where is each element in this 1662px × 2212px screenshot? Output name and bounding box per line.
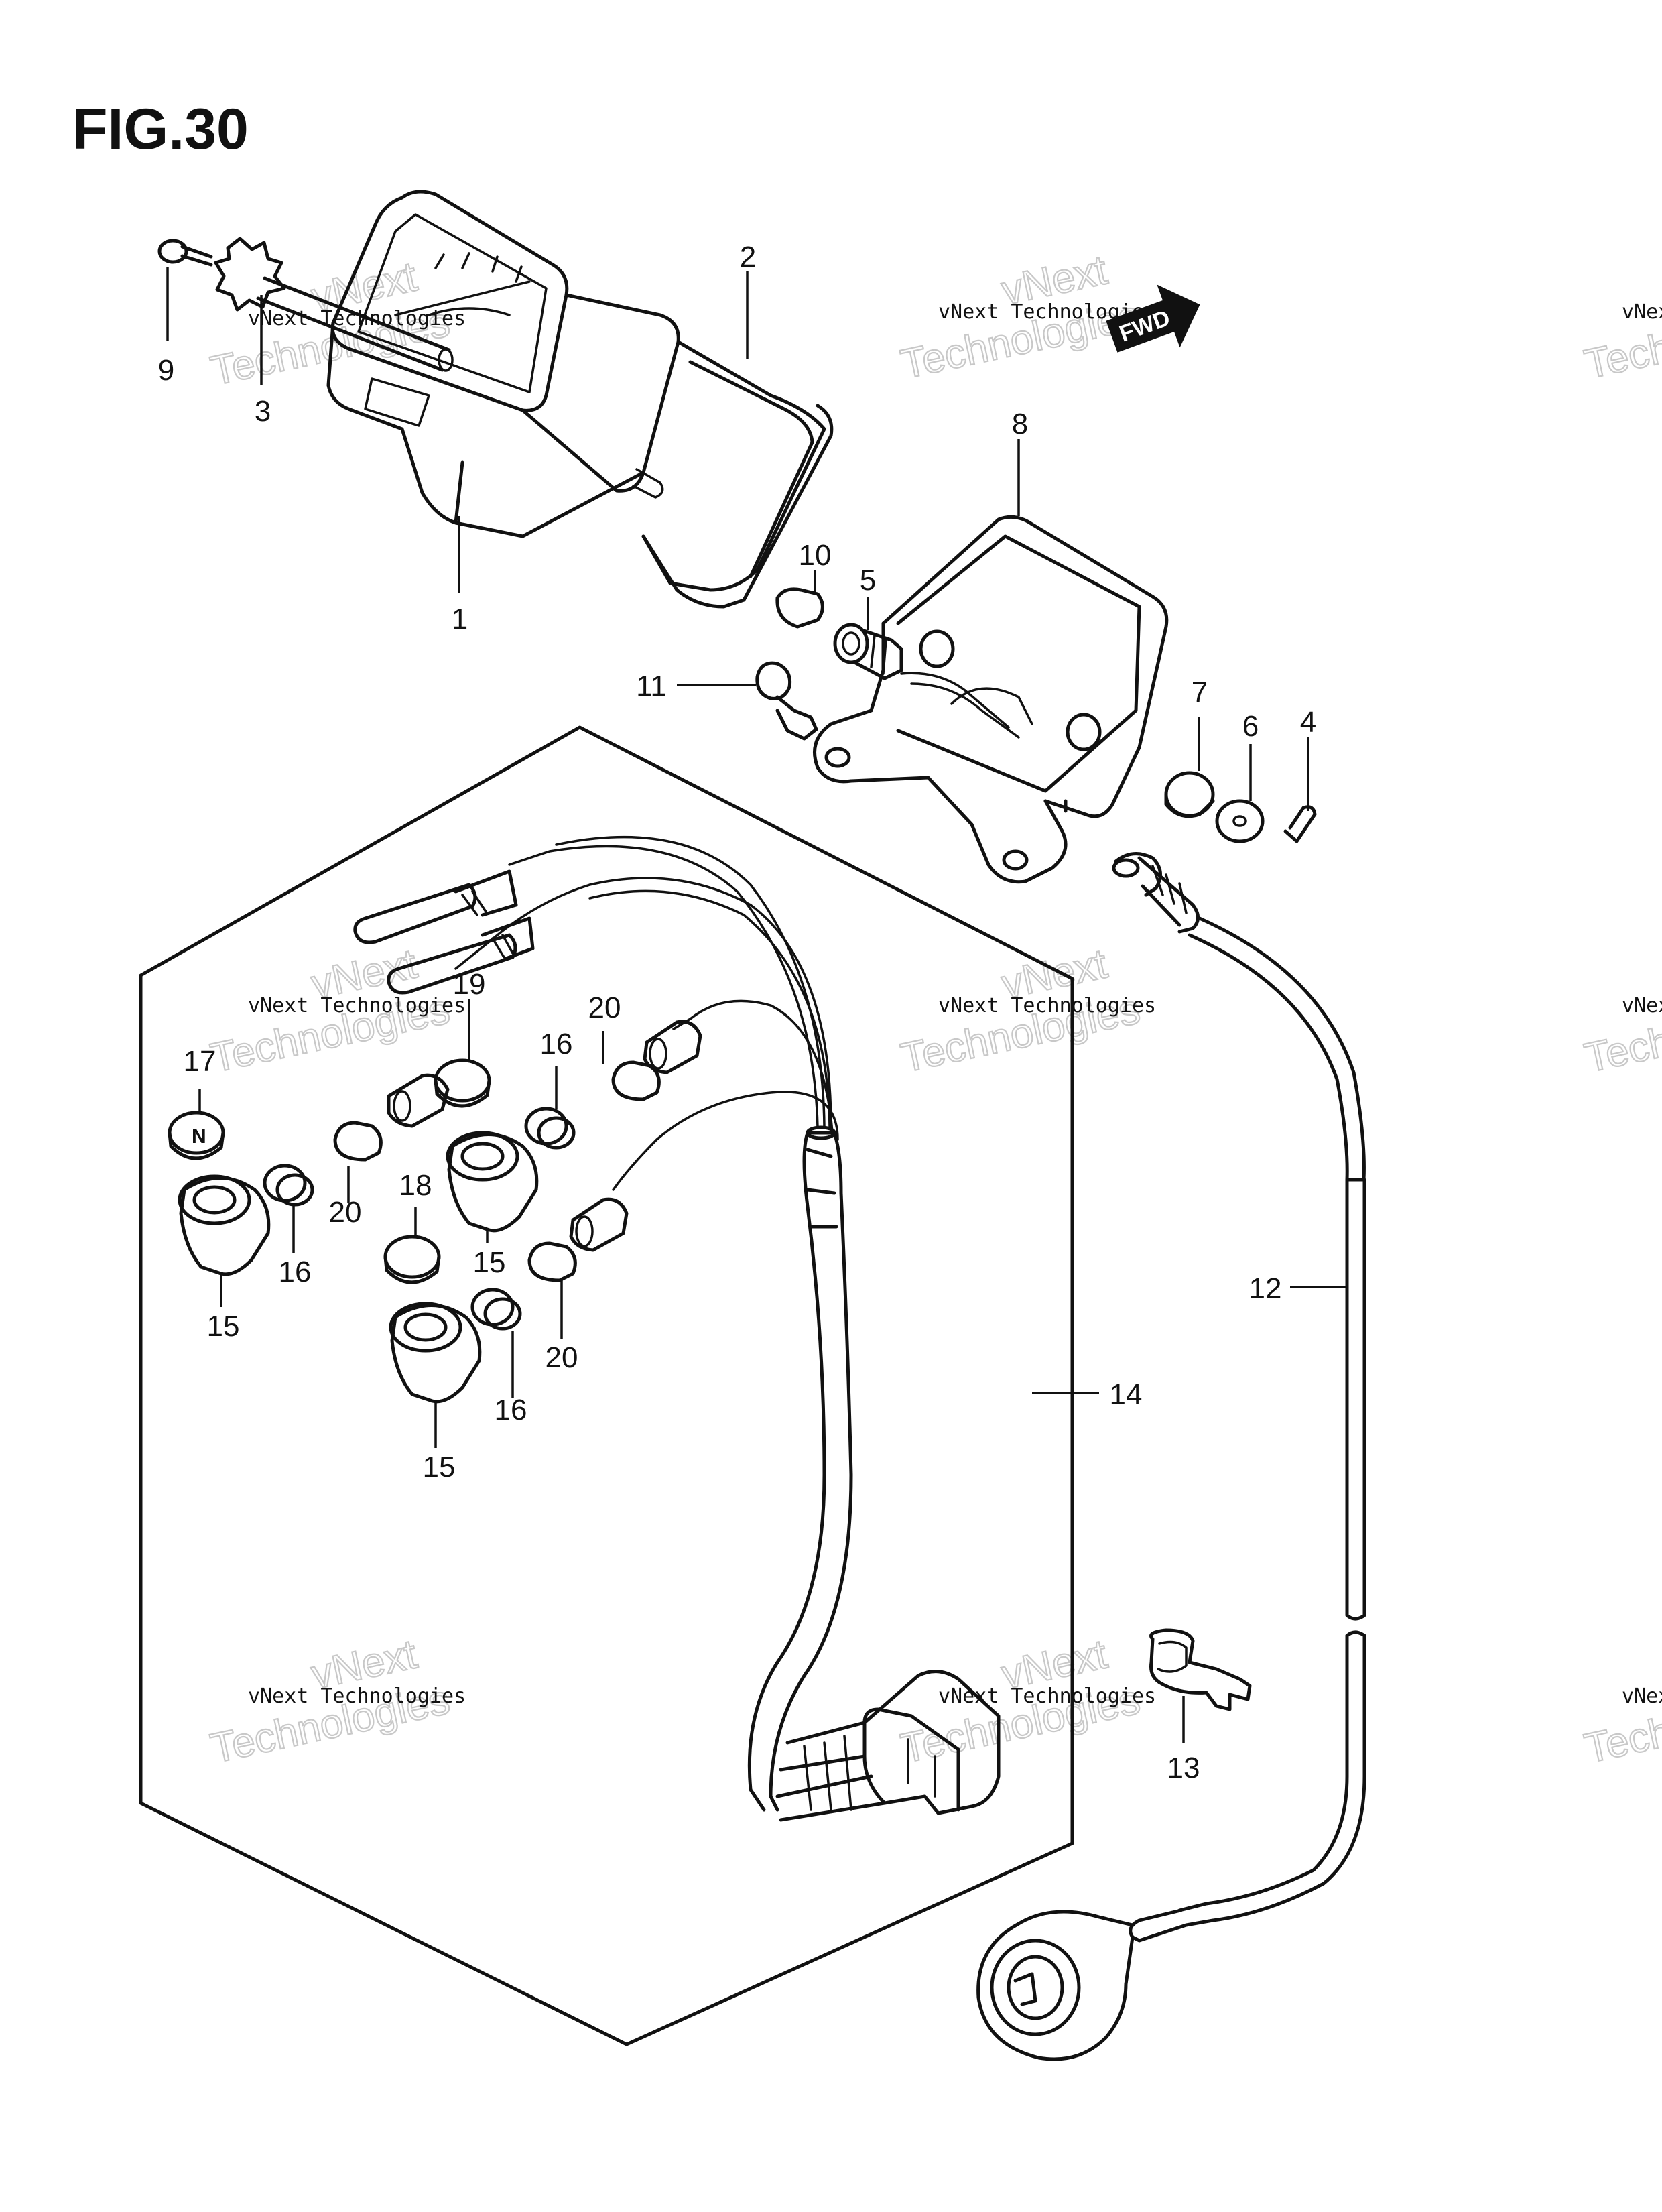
speedometer-cable-part-12 <box>976 852 1366 2061</box>
cable-clamp-part-13 <box>1149 1628 1252 1711</box>
indicator-cap-part-18 <box>383 1235 441 1284</box>
callout-16-left: 16 <box>279 1255 312 1288</box>
watermark-line1: vNext Technologies <box>248 307 466 330</box>
bulb-part-20c <box>527 1241 577 1282</box>
callout-8: 8 <box>1012 408 1028 440</box>
watermark: vNext Technologies vNext Technologies <box>206 1630 466 1773</box>
bulb-part-10 <box>775 587 824 629</box>
callout-17: 17 <box>184 1045 216 1078</box>
callout-2: 2 <box>740 241 756 273</box>
meter-bracket-part-8 <box>813 515 1169 884</box>
watermark-line1: vNext Technologies <box>938 994 1156 1018</box>
meter-case-part-2 <box>632 340 834 609</box>
screw-part-9 <box>157 239 213 267</box>
washer-part-6 <box>1215 799 1265 843</box>
indicator-cap-part-19 <box>434 1058 491 1108</box>
watermark-line1: vNext Technologies <box>248 994 466 1018</box>
callout-3: 3 <box>255 395 271 428</box>
callout-12: 12 <box>1249 1272 1282 1305</box>
watermark: vNext Technologies vNext Technologies <box>896 940 1156 1083</box>
callout-11: 11 <box>636 670 667 702</box>
callout-16-top: 16 <box>540 1028 573 1060</box>
callout-15-mid: 15 <box>473 1246 506 1279</box>
callout-10: 10 <box>799 539 832 572</box>
callout-16-bottom: 16 <box>495 1394 527 1426</box>
callout-6: 6 <box>1242 710 1259 743</box>
callout-20-bottom: 20 <box>546 1341 578 1374</box>
bolt-part-11 <box>755 661 818 741</box>
watermark-line1: vNext Technologies <box>1622 1684 1662 1708</box>
forward-arrow-icon: FWD <box>1106 284 1200 353</box>
watermark: vNext Technologies vNext Technologies <box>896 1630 1156 1773</box>
callout-labels: 9 3 2 1 8 10 5 11 7 6 4 12 14 13 17 18 1… <box>158 241 1316 1784</box>
grommet-part-7 <box>1164 771 1215 818</box>
cap-mark-17: N <box>192 1125 206 1148</box>
callout-5: 5 <box>860 564 876 597</box>
drive-gear-part-3 <box>214 237 454 372</box>
grommet-part-16a <box>263 1164 314 1207</box>
watermark-line1: vNext Technologies <box>938 1684 1156 1708</box>
bulb-part-20b <box>611 1060 661 1101</box>
leader-lines <box>166 267 1347 1743</box>
speedometer-part-1 <box>326 190 680 538</box>
callout-20-top: 20 <box>588 991 621 1024</box>
callout-19: 19 <box>453 968 486 1001</box>
callout-1: 1 <box>452 603 468 635</box>
grommet-part-16c <box>470 1288 522 1331</box>
callout-4: 4 <box>1300 706 1316 739</box>
callout-7: 7 <box>1192 676 1208 709</box>
watermark: Technologies vNext Technologies <box>1580 985 1662 1083</box>
watermark: Technologies vNext Technologies <box>1580 1676 1662 1773</box>
grommet-part-16b <box>524 1107 576 1150</box>
callout-18: 18 <box>399 1169 432 1202</box>
figure-title: FIG.30 <box>72 97 249 162</box>
watermarks: vNext Technologies vNext Technologies vN… <box>206 246 1662 1773</box>
watermark-line1: vNext Technologies <box>1622 994 1662 1018</box>
indicator-cap-part-17: N <box>168 1111 225 1160</box>
bulb-part-20a <box>333 1121 383 1162</box>
harness-boundary <box>139 725 1074 2046</box>
holder-part-15c <box>389 1302 482 1404</box>
callout-15-bottom: 15 <box>423 1451 456 1483</box>
watermark-line1: vNext Technologies <box>248 1684 466 1708</box>
watermark-line1: vNext Technologies <box>1622 300 1662 324</box>
callout-9: 9 <box>158 354 174 387</box>
holder-part-15a <box>178 1174 271 1276</box>
wiring-harness-part-14 <box>353 835 1001 1822</box>
callout-13: 13 <box>1167 1752 1200 1784</box>
bulb-socket-part-5 <box>833 623 903 680</box>
callout-14: 14 <box>1110 1378 1143 1411</box>
clip-part-4 <box>1283 805 1317 843</box>
callout-20-left: 20 <box>329 1196 362 1229</box>
watermark: vNext Technologies vNext Technologies <box>206 253 466 395</box>
callout-15-left: 15 <box>207 1310 240 1343</box>
watermark: Technologies vNext Technologies <box>1580 292 1662 389</box>
holder-part-15b <box>446 1131 539 1233</box>
